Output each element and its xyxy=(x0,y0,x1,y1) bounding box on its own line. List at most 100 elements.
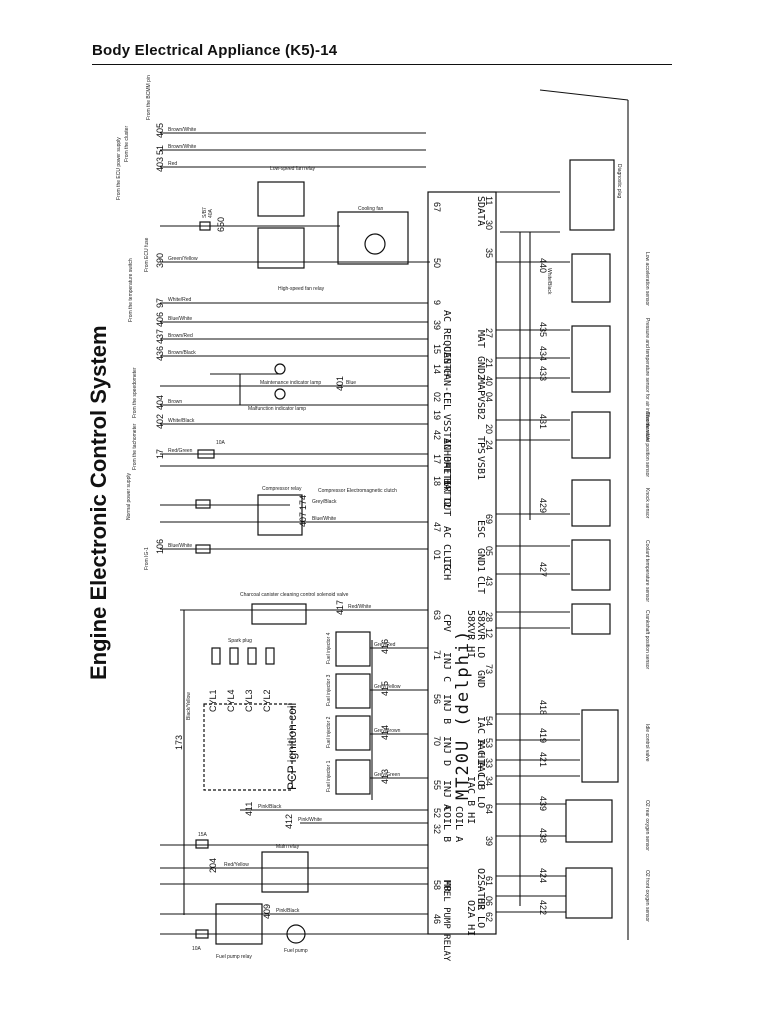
high-speed-relay-label: High-speed fan relay xyxy=(278,286,325,292)
svg-text:409: 409 xyxy=(262,904,272,919)
svg-text:Grey/Yellow: Grey/Yellow xyxy=(374,684,401,690)
svg-text:CAN-L: CAN-L xyxy=(441,368,452,398)
svg-text:43: 43 xyxy=(484,576,494,586)
svg-text:CLT: CLT xyxy=(475,576,486,594)
svg-text:404: 404 xyxy=(155,395,165,410)
svg-text:28: 28 xyxy=(484,612,494,622)
diagram-title: Engine Electronic Control System xyxy=(86,325,111,680)
sensor-labels: Low acceleration sensor Pressure and tem… xyxy=(644,252,650,922)
svg-text:Brown: Brown xyxy=(168,399,182,405)
svg-text:Pink/Black: Pink/Black xyxy=(276,908,300,914)
svg-text:Pressure and temperature senso: Pressure and temperature sensor for air … xyxy=(644,318,650,442)
svg-text:O2A HI: O2A HI xyxy=(465,900,476,936)
svg-text:417: 417 xyxy=(335,600,345,615)
svg-text:42: 42 xyxy=(432,430,442,440)
svg-text:9: 9 xyxy=(432,300,442,305)
svg-text:431: 431 xyxy=(538,414,548,429)
svg-text:97: 97 xyxy=(155,298,165,308)
svg-text:O2 rear oxygen sensor: O2 rear oxygen sensor xyxy=(644,800,650,851)
svg-text:15A: 15A xyxy=(198,832,208,838)
svg-text:436: 436 xyxy=(155,346,165,361)
svg-text:Green/Yellow: Green/Yellow xyxy=(168,256,198,262)
svg-text:204: 204 xyxy=(208,858,218,873)
ecu-model: MT20U (delphi) xyxy=(453,629,473,800)
svg-text:40: 40 xyxy=(484,376,494,386)
right-sensors xyxy=(565,253,619,919)
svg-text:15: 15 xyxy=(432,344,442,354)
svg-text:Brown/White: Brown/White xyxy=(168,144,197,150)
right-wire-labels: 440 White/Black 435 434 433 431 429 427 … xyxy=(538,258,552,915)
svg-text:White/Black: White/Black xyxy=(546,268,552,295)
svg-text:174: 174 xyxy=(298,495,308,510)
svg-text:Red/White: Red/White xyxy=(348,604,372,610)
svg-text:CYL2: CYL2 xyxy=(262,689,272,712)
svg-text:411: 411 xyxy=(244,802,254,816)
svg-text:Red: Red xyxy=(168,161,177,167)
svg-text:AC CLUTCH: AC CLUTCH xyxy=(441,526,452,580)
svg-text:58: 58 xyxy=(432,880,442,890)
svg-text:Fuel injector 1: Fuel injector 1 xyxy=(326,760,332,792)
svg-text:Red/Yellow: Red/Yellow xyxy=(224,862,249,868)
svg-text:435: 435 xyxy=(538,322,548,337)
svg-text:ESC: ESC xyxy=(475,520,486,538)
svg-text:10A: 10A xyxy=(216,440,226,446)
svg-text:424: 424 xyxy=(538,868,548,883)
cooling-fan-label: Cooling fan xyxy=(358,206,384,212)
svg-text:Main relay: Main relay xyxy=(276,844,300,850)
ecu-pins-left: 67 50 9 39 AC REQUEST 15 CAN-H 14 CAN-L … xyxy=(432,202,464,962)
svg-text:27: 27 xyxy=(484,328,494,338)
svg-text:403: 403 xyxy=(155,157,165,172)
svg-text:440: 440 xyxy=(538,258,548,273)
svg-text:From IG-1: From IG-1 xyxy=(144,547,150,570)
ignition-coil: CYL1 CYL4 CYL3 CYL2 PCP ignition coil xyxy=(203,689,299,791)
svg-text:BATT1: BATT1 xyxy=(441,456,452,486)
svg-text:407: 407 xyxy=(298,512,308,527)
svg-text:Brown/Black: Brown/Black xyxy=(168,350,196,356)
svg-text:From the tachometer: From the tachometer xyxy=(132,423,138,470)
maintenance-lamp-label: Maintenance indicator lamp xyxy=(260,380,321,386)
svg-text:52: 52 xyxy=(432,808,442,818)
svg-text:02: 02 xyxy=(432,392,442,402)
svg-text:Low acceleration sensor: Low acceleration sensor xyxy=(644,252,650,306)
svg-text:CYL4: CYL4 xyxy=(226,689,236,712)
svg-text:O2 front oxygen sensor: O2 front oxygen sensor xyxy=(644,870,650,922)
svg-text:413: 413 xyxy=(380,769,390,784)
svg-text:416: 416 xyxy=(380,639,390,654)
source-labels: From the BCMM pin From the cluster From … xyxy=(116,75,152,570)
svg-text:Idle control valve: Idle control valve xyxy=(644,724,650,762)
svg-text:S/B7: S/B7 xyxy=(202,207,208,218)
svg-text:Blue: Blue xyxy=(346,380,356,386)
svg-text:Black/Yellow: Black/Yellow xyxy=(186,692,192,720)
svg-text:54: 54 xyxy=(484,716,494,726)
svg-text:CYL1: CYL1 xyxy=(208,689,218,712)
svg-text:From the temperature switch: From the temperature switch xyxy=(128,258,134,322)
svg-text:35: 35 xyxy=(484,248,494,258)
svg-text:73: 73 xyxy=(484,664,494,674)
svg-text:414: 414 xyxy=(380,725,390,740)
svg-text:From ECU fuse: From ECU fuse xyxy=(144,237,150,272)
svg-text:Fuel injector 3: Fuel injector 3 xyxy=(326,674,332,706)
svg-text:415: 415 xyxy=(380,681,390,696)
svg-text:39: 39 xyxy=(484,836,494,846)
svg-text:58XVR HI: 58XVR HI xyxy=(465,610,476,658)
svg-text:Blue/White: Blue/White xyxy=(168,543,192,549)
svg-text:GND2: GND2 xyxy=(475,356,486,380)
svg-text:419: 419 xyxy=(538,728,548,743)
svg-text:433: 433 xyxy=(538,366,548,381)
svg-text:50: 50 xyxy=(432,258,442,268)
svg-text:390: 390 xyxy=(155,253,165,268)
svg-text:39: 39 xyxy=(432,320,442,330)
svg-text:438: 438 xyxy=(538,828,548,843)
svg-text:40A: 40A xyxy=(208,208,214,218)
svg-text:Grey/Brown: Grey/Brown xyxy=(374,728,401,734)
svg-text:10A: 10A xyxy=(192,946,202,952)
svg-text:CPV: CPV xyxy=(441,614,452,632)
main-relay: Main relay 15A xyxy=(195,832,309,893)
svg-text:White/Red: White/Red xyxy=(168,297,192,303)
svg-text:61: 61 xyxy=(484,876,494,886)
svg-text:GND1: GND1 xyxy=(475,548,486,572)
compressor-relay: Compressor relay Compressor Electromagne… xyxy=(195,486,397,554)
svg-text:422: 422 xyxy=(538,900,548,915)
ecu-box xyxy=(427,191,497,935)
svg-text:TACHOMETER OUT: TACHOMETER OUT xyxy=(441,432,452,516)
